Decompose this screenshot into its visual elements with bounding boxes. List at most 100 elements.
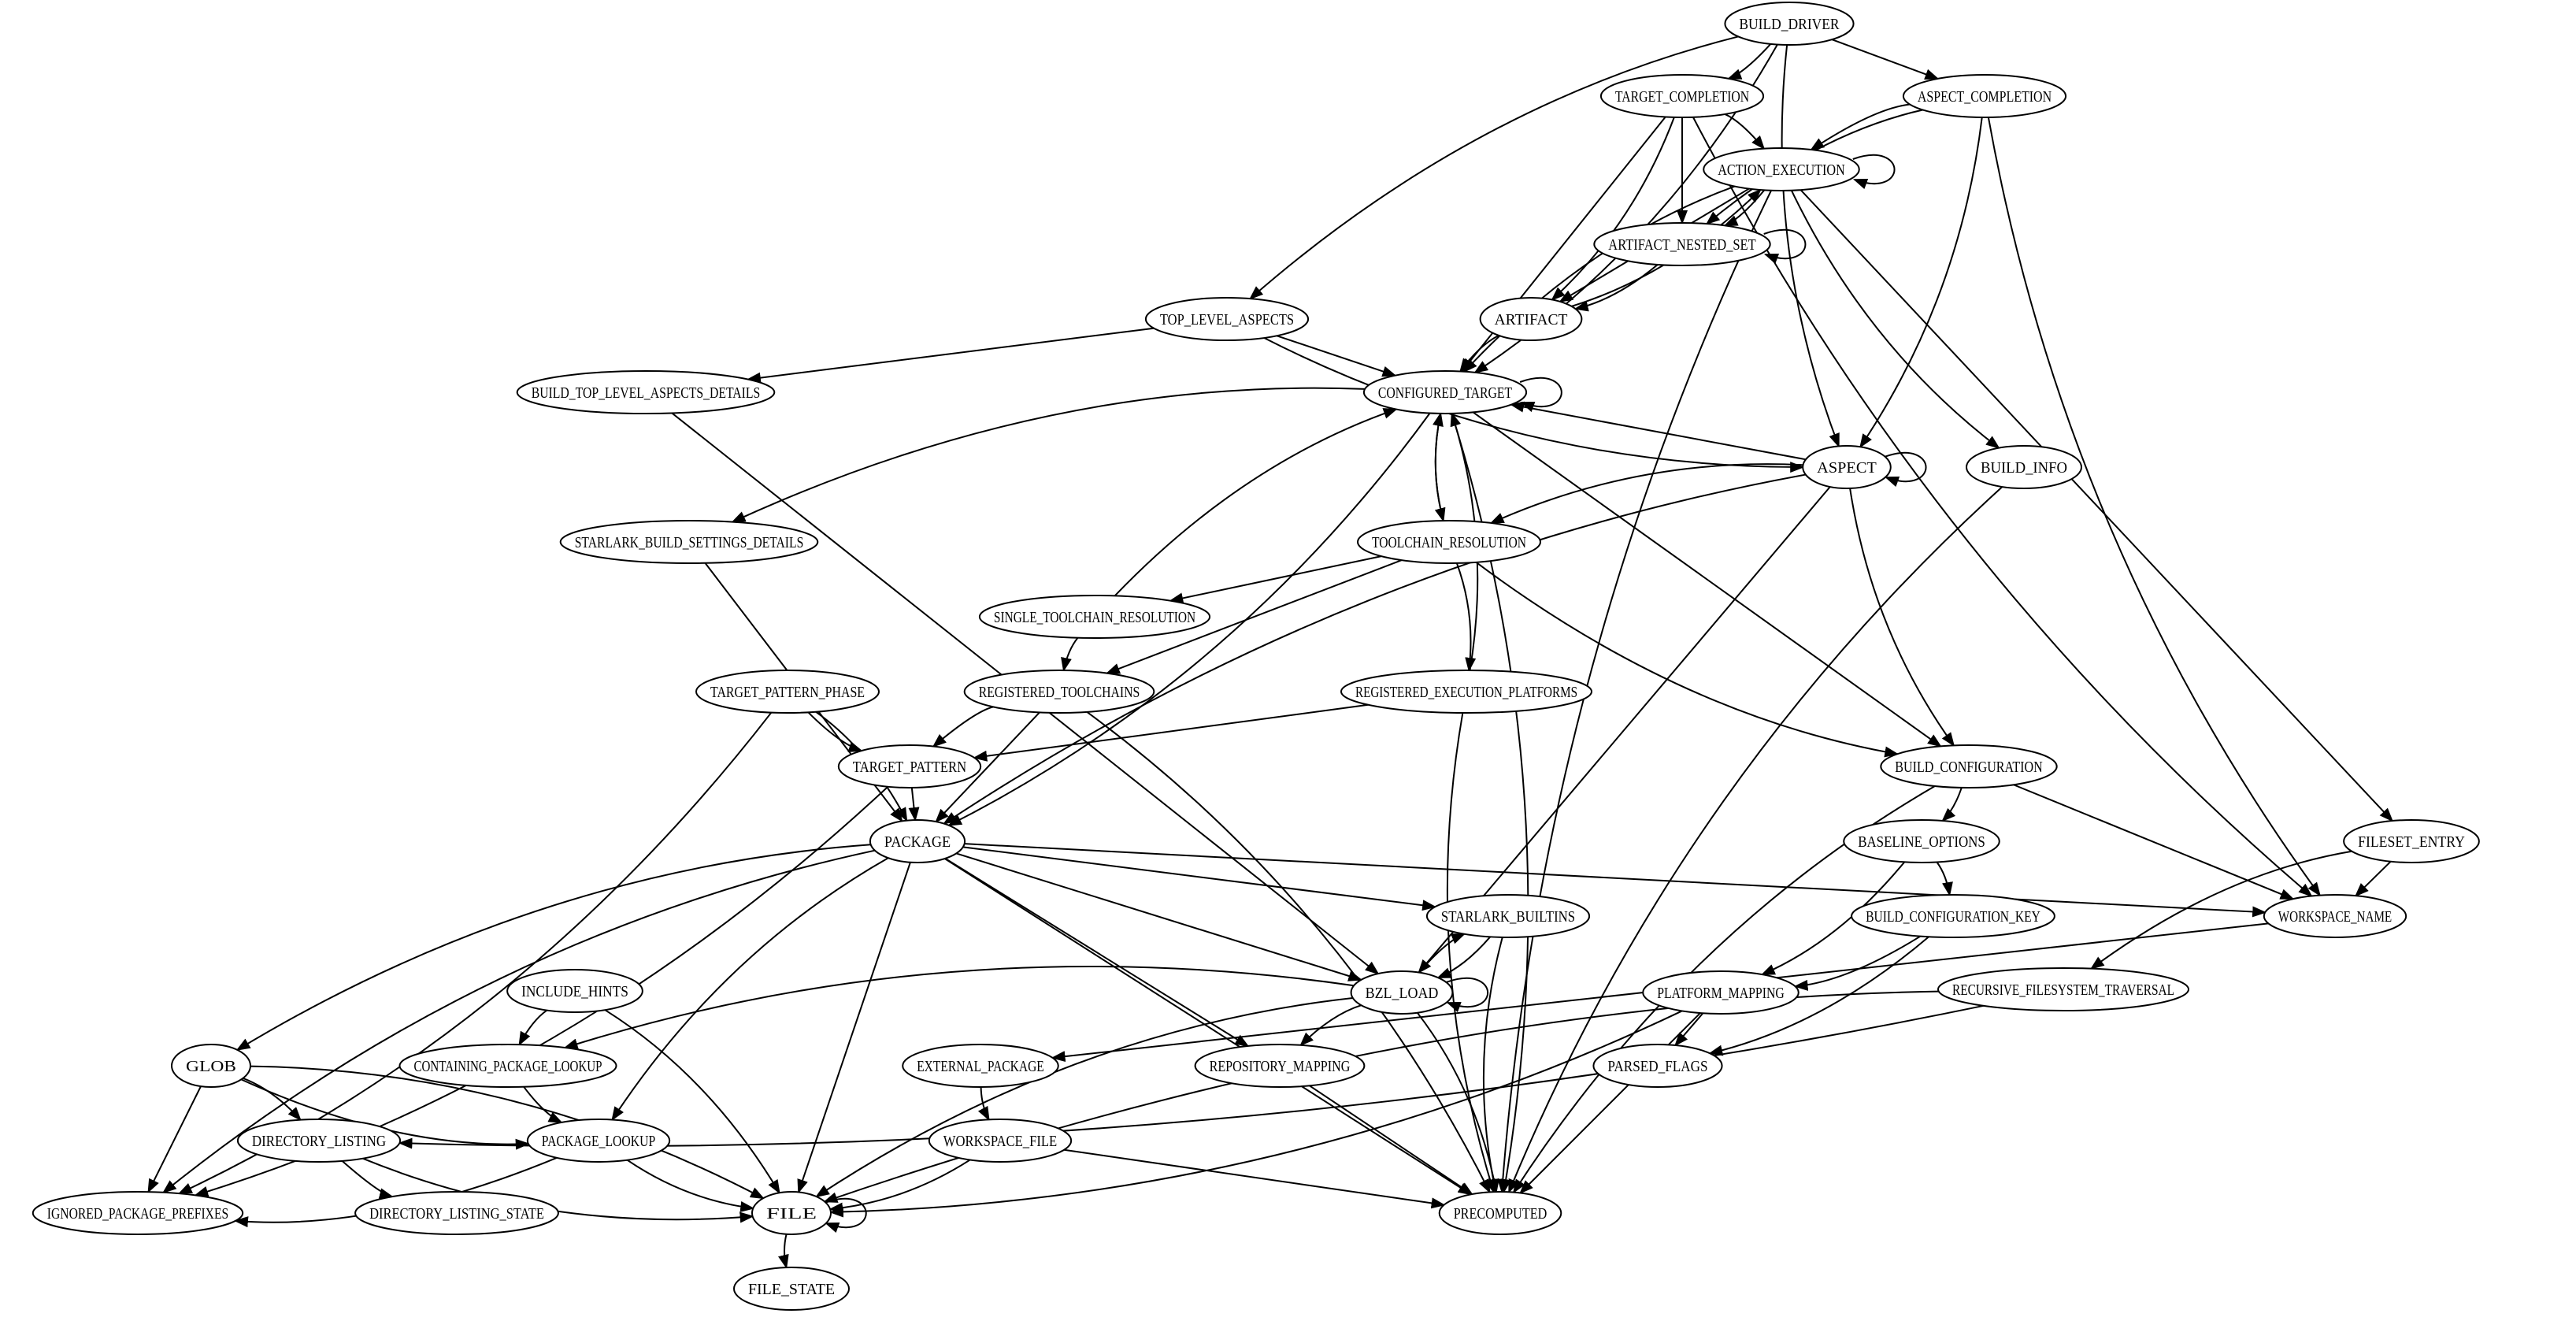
node-ellipse — [1851, 894, 2055, 938]
node-ellipse — [1340, 670, 1592, 714]
edge-configured_target-to-configured_target — [1519, 377, 1562, 413]
edge-package-to-ignored_package_prefixes — [161, 849, 876, 1194]
edge-package-to-glob — [235, 844, 871, 1051]
edge-aspect-to-toolchain_resolution — [1489, 463, 1803, 524]
edge-toolchain_resolution-to-configured_target — [1433, 412, 1444, 521]
edge-aspect-to-package — [943, 473, 1806, 825]
edge-registered_toolchains-to-target_pattern — [932, 706, 994, 748]
node-precomputed: PRECOMPUTED — [1438, 1191, 1562, 1235]
node-ellipse — [869, 819, 966, 863]
node-ellipse — [1966, 445, 2082, 489]
node-package-lookup: PACKAGE_LOOKUP — [526, 1119, 671, 1163]
node-bzl-load: BZL_LOAD — [1350, 970, 1454, 1015]
node-ellipse — [837, 744, 982, 788]
edge-bzl_load-to-bzl_load — [1446, 977, 1488, 1013]
edge-platform_mapping-to-precomputed — [1519, 1012, 1701, 1194]
node-ellipse — [1592, 1044, 1723, 1088]
node-starlark-build-settings-details: STARLARK_BUILD_SETTINGS_DETAILS — [559, 520, 819, 564]
node-parsed-flags: PARSED_FLAGS — [1592, 1044, 1723, 1088]
edge-baseline_options-to-platform_mapping — [1760, 861, 1906, 976]
node-ellipse — [1194, 1044, 1366, 1088]
node-configured-target: CONFIGURED_TARGET — [1362, 370, 1528, 414]
edge-aspect_completion-to-aspect — [1859, 117, 1983, 448]
edge-build_driver-to-aspect_completion — [1831, 39, 1940, 80]
node-ellipse — [1362, 370, 1528, 414]
node-ellipse — [1593, 222, 1771, 266]
edge-top_level_aspects-to-build_top_level_aspects_details — [746, 327, 1155, 384]
edge-package-to-precomputed — [944, 858, 1473, 1196]
node-ellipse — [1703, 147, 1860, 191]
edge-action_execution-to-fileset_entry — [1799, 189, 2394, 822]
edge-build_configuration_key-to-parsed_flags — [1708, 936, 1929, 1056]
edge-platform_mapping-to-file — [828, 1010, 1683, 1218]
node-ellipse — [733, 1267, 850, 1311]
edge-starlark_builtins-to-bzl_load — [1436, 936, 1492, 979]
node-top-level-aspects: TOP_LEVEL_ASPECTS — [1144, 297, 1310, 341]
node-directory-listing: DIRECTORY_LISTING — [236, 1119, 402, 1163]
node-platform-mapping: PLATFORM_MAPPING — [1642, 970, 1799, 1015]
node-fileset-entry: FILESET_ENTRY — [2343, 819, 2480, 863]
node-ellipse — [1880, 744, 2058, 788]
edge-package-to-file — [797, 862, 911, 1194]
node-ellipse — [695, 670, 880, 714]
node-ellipse — [1902, 74, 2067, 118]
node-package: PACKAGE — [869, 819, 966, 863]
edge-configured_target-to-package — [947, 412, 1431, 826]
node-ignored-package-prefixes: IGNORED_PACKAGE_PREFIXES — [32, 1191, 244, 1235]
edge-workspace_file-to-file — [828, 1159, 971, 1214]
node-build-configuration: BUILD_CONFIGURATION — [1880, 744, 2058, 788]
node-directory-listing-state: DIRECTORY_LISTING_STATE — [354, 1191, 559, 1235]
edge-package-to-workspace_name — [964, 843, 2267, 918]
edge-registered_execution_platforms-to-precomputed — [1446, 712, 1496, 1194]
edge-action_execution-to-precomputed — [1497, 190, 1772, 1194]
edge-bzl_load-to-file — [815, 996, 1353, 1198]
edge-target_pattern-to-package — [908, 787, 920, 822]
node-ellipse — [1724, 2, 1855, 46]
node-ellipse — [1642, 970, 1799, 1015]
edge-bzl_load-to-starlark_builtins — [1418, 933, 1466, 974]
edge-file-to-file_state — [778, 1234, 789, 1270]
edge-registered_execution_platforms-to-target_pattern — [973, 703, 1369, 762]
node-ellipse — [171, 1044, 251, 1088]
edge-package-to-starlark_builtins — [962, 846, 1437, 911]
edge-toolchain_resolution-to-build_configuration — [1475, 561, 1900, 758]
edge-package-to-bzl_load — [956, 852, 1363, 981]
edge-glob-to-ignored_package_prefixes — [147, 1085, 202, 1193]
edge-package-to-repository_mapping — [944, 858, 1250, 1048]
node-repository-mapping: REPOSITORY_MAPPING — [1194, 1044, 1366, 1088]
node-build-configuration-key: BUILD_CONFIGURATION_KEY — [1851, 894, 2055, 938]
node-target-pattern-phase: TARGET_PATTERN_PHASE — [695, 670, 880, 714]
node-ellipse — [1599, 74, 1765, 118]
edge-action_execution-to-build_info — [1790, 190, 2000, 449]
node-recursive-filesystem-traversal: RECURSIVE_FILESYSTEM_TRAVERSAL — [1937, 967, 2189, 1011]
node-ellipse — [2343, 819, 2480, 863]
node-glob: GLOB — [171, 1044, 251, 1088]
node-build-top-level-aspects-details: BUILD_TOP_LEVEL_ASPECTS_DETAILS — [516, 370, 776, 414]
node-file: FILE — [751, 1191, 832, 1235]
edge-target_pattern_phase-to-ignored_package_prefixes — [177, 711, 773, 1195]
edge-top_level_aspects-to-configured_target — [1277, 335, 1397, 377]
edge-single_toolchain_resolution-to-registered_toolchains — [1061, 637, 1079, 672]
edge-target_completion-to-artifact — [1551, 117, 1675, 301]
node-ellipse — [32, 1191, 244, 1235]
node-target-pattern: TARGET_PATTERN — [837, 744, 982, 788]
node-baseline-options: BASELINE_OPTIONS — [1843, 819, 2000, 863]
node-file-state: FILE_STATE — [733, 1267, 850, 1311]
edge-build_configuration_key-to-platform_mapping — [1793, 935, 1922, 991]
node-build-driver: BUILD_DRIVER — [1724, 2, 1855, 46]
node-ellipse — [559, 520, 819, 564]
edge-aspect-to-configured_target — [1510, 401, 1807, 461]
edge-aspect-to-build_configuration — [1849, 488, 1955, 748]
edge-aspect_completion-to-workspace_name — [1987, 117, 2321, 897]
edge-target_completion-to-configured_target — [1460, 116, 1666, 373]
node-workspace-file: WORKSPACE_FILE — [928, 1119, 1073, 1163]
node-artifact: ARTIFACT — [1479, 297, 1583, 341]
node-ellipse — [354, 1191, 559, 1235]
edge-baseline_options-to-build_configuration_key — [1936, 861, 1953, 896]
edge-bzl_load-to-precomputed — [1416, 1012, 1499, 1194]
node-ellipse — [1479, 297, 1583, 341]
edge-registered_toolchains-to-package — [935, 711, 1040, 823]
node-containing-package-lookup: CONTAINING_PACKAGE_LOOKUP — [398, 1044, 617, 1088]
edge-artifact_nested_set-to-artifact_nested_set — [1763, 228, 1807, 265]
